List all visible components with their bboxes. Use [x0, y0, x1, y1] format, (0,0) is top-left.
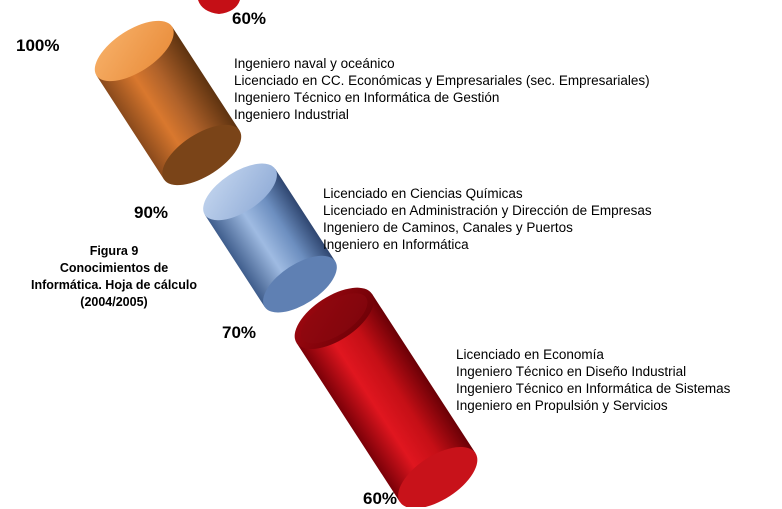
caption-line-1: Figura 9: [89, 244, 139, 258]
label-100: 100%: [16, 36, 60, 55]
list-item: Ingeniero Técnico en Informática de Sist…: [456, 381, 731, 396]
list-item: Licenciado en CC. Económicas y Empresari…: [234, 73, 650, 88]
caption-line-4: (2004/2005): [80, 295, 148, 309]
list-item: Ingeniero en Informática: [323, 237, 469, 252]
list-red: Licenciado en Economía Ingeniero Técnico…: [456, 346, 730, 414]
list-item: Licenciado en Ciencias Químicas: [323, 186, 523, 201]
list-item: Licenciado en Economía: [456, 347, 604, 362]
list-item: Ingeniero Industrial: [234, 107, 349, 122]
list-item: Ingeniero Técnico en Informática de Gest…: [234, 90, 500, 105]
caption-line-2: Conocimientos de: [59, 261, 169, 275]
list-item: Licenciado en Administración y Dirección…: [323, 203, 652, 218]
list-item: Ingeniero en Propulsión y Servicios: [456, 398, 668, 413]
caption-line-3: Informática. Hoja de cálculo: [30, 278, 197, 292]
list-item: Ingeniero Técnico en Diseño Industrial: [456, 364, 687, 379]
label-60: 60%: [363, 489, 398, 508]
list-orange: Ingeniero naval y oceánico Licenciado en…: [234, 55, 650, 123]
label-70: 70%: [222, 323, 257, 342]
top-red-cylinder-fragment: [198, 0, 240, 14]
list-blue: Licenciado en Ciencias Químicas Licencia…: [323, 185, 652, 253]
cylinder-red: [294, 287, 478, 507]
figure-caption: Figura 9 Conocimientos de Informática. H…: [4, 243, 224, 311]
label-90: 90%: [134, 203, 169, 222]
cylinder-orange: [94, 20, 242, 186]
list-item: Ingeniero naval y oceánico: [234, 56, 395, 71]
list-item: Ingeniero de Caminos, Canales y Puertos: [323, 220, 573, 235]
label-top-60: 60%: [232, 9, 267, 28]
cylinder-blue: [203, 163, 337, 313]
